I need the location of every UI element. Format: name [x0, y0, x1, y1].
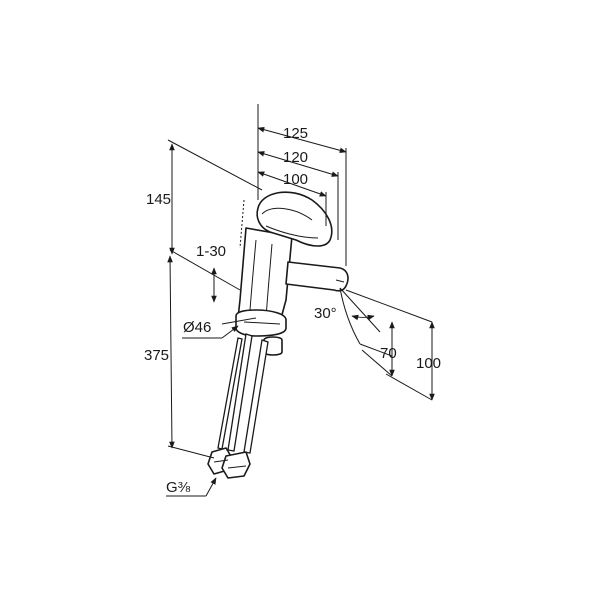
hose-connectors — [207, 447, 251, 479]
dimension-thread: G⅜ — [166, 477, 217, 497]
dimension-label-thread-g38: G⅜ — [166, 479, 191, 496]
dimension-label-120: 120 — [283, 149, 308, 166]
dimension-label-1-30: 1-30 — [196, 243, 226, 260]
dimension-height-375: 375 — [144, 255, 215, 459]
dimension-label-375: 375 — [144, 347, 169, 364]
dimension-label-145: 145 — [146, 191, 171, 208]
dimension-line-100 — [257, 171, 327, 197]
dimension-label-100-top: 100 — [283, 171, 308, 188]
mounting-base — [235, 309, 287, 356]
dimension-label-100-right: 100 — [416, 355, 441, 372]
pop-up-rod — [239, 199, 245, 249]
dimension-depth-group: 125 120 100 — [257, 104, 347, 266]
dimension-diameter: Ø46 — [182, 317, 257, 339]
dimension-label-70: 70 — [380, 345, 397, 362]
dimension-label-diameter-46: Ø46 — [183, 319, 211, 336]
dimension-label-30-degrees: 30° — [314, 305, 337, 322]
faucet-body — [237, 191, 349, 327]
supply-hoses — [217, 333, 269, 454]
dimension-spray-angle: 30° — [314, 287, 381, 345]
dimension-deck-thickness: 1-30 — [196, 243, 226, 303]
dimension-spout-heights: 70 100 — [345, 289, 441, 401]
dimension-line-125 — [257, 126, 347, 154]
dimension-label-125: 125 — [283, 125, 308, 142]
dimension-height-145: 145 — [146, 139, 263, 291]
